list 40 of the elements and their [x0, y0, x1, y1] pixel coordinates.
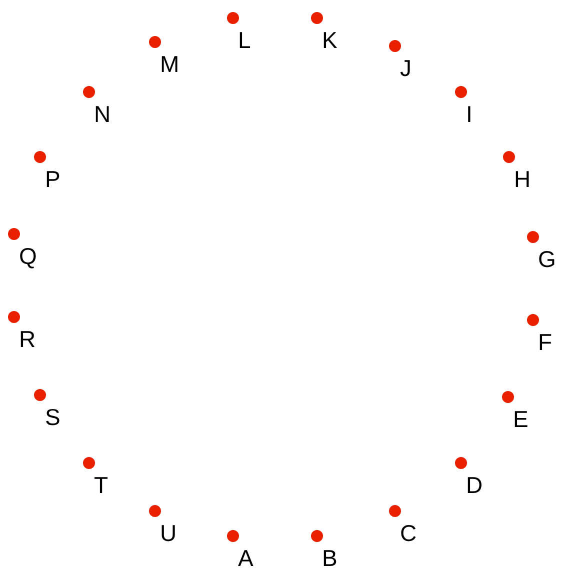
point-label: P: [45, 167, 60, 191]
dot: [527, 314, 539, 326]
point-label: G: [538, 247, 556, 271]
dot: [8, 311, 20, 323]
dot: [83, 86, 95, 98]
dot: [8, 228, 20, 240]
dot: [83, 457, 95, 469]
point-label: C: [400, 521, 417, 545]
dot: [227, 12, 239, 24]
point-label: L: [238, 28, 251, 52]
dot: [455, 457, 467, 469]
dot: [502, 391, 514, 403]
dot: [389, 505, 401, 517]
point-label: T: [94, 473, 108, 497]
dot: [503, 151, 515, 163]
point-label: K: [322, 28, 338, 52]
point-label: H: [514, 167, 531, 191]
dot: [311, 530, 323, 542]
point-label: I: [466, 102, 472, 126]
dot: [34, 389, 46, 401]
dot: [34, 151, 46, 163]
point-label: R: [19, 327, 36, 351]
dot: [527, 231, 539, 243]
point-label: E: [513, 407, 528, 431]
point-label: S: [45, 405, 60, 429]
point-label: F: [538, 330, 552, 354]
dot: [149, 505, 161, 517]
point-label: J: [400, 56, 412, 80]
point-label: A: [238, 546, 254, 570]
point-label: M: [160, 52, 180, 76]
point-label: B: [322, 546, 338, 570]
dot: [389, 40, 401, 52]
dot: [311, 12, 323, 24]
point-label: Q: [19, 244, 37, 268]
dot: [455, 86, 467, 98]
point-label: D: [466, 473, 483, 497]
dot: [227, 530, 239, 542]
point-label: N: [94, 102, 111, 126]
dot: [149, 36, 161, 48]
point-label: U: [160, 521, 177, 545]
